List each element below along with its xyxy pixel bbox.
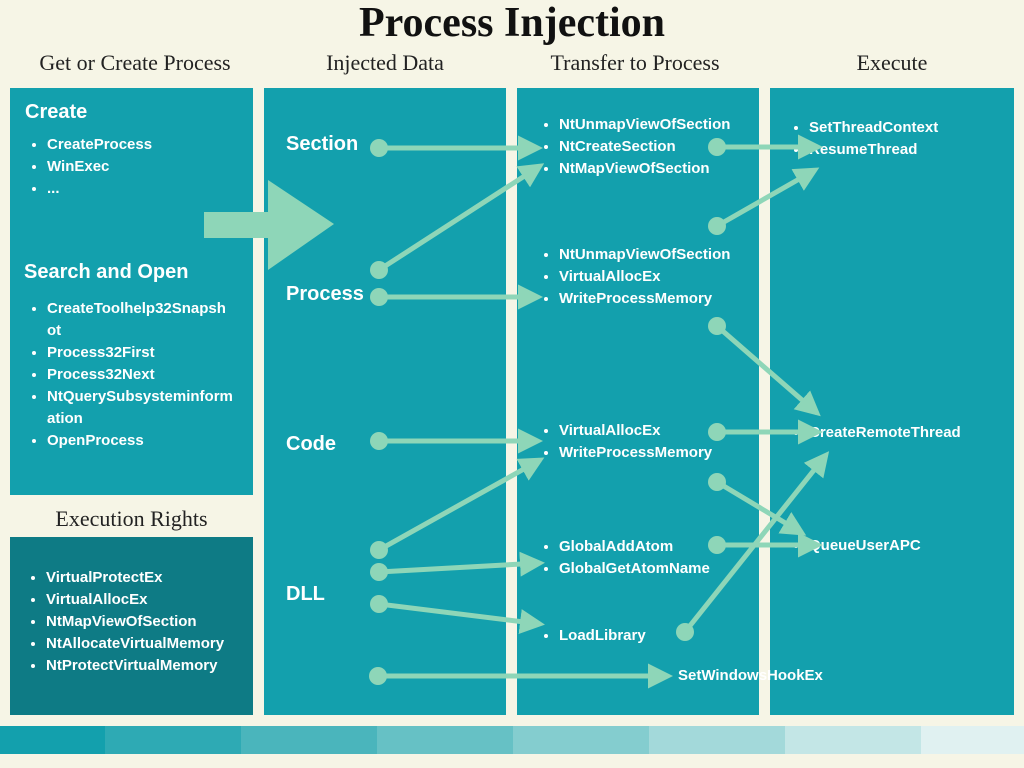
transfer-group-5: LoadLibrary [537, 625, 779, 647]
list-item: WriteProcessMemory [559, 288, 779, 310]
injected-section-label: Section [286, 133, 359, 155]
create-list: CreateProcess WinExec ... [25, 134, 247, 200]
list-item: WinExec [47, 156, 247, 178]
transfer-group-2: NtUnmapViewOfSection VirtualAllocEx Writ… [537, 244, 779, 310]
footer-stripe [241, 726, 377, 754]
list-item: ... [47, 178, 247, 200]
footer-stripe [785, 726, 921, 754]
list-item: NtCreateSection [559, 136, 779, 158]
column-heading-transfer: Transfer to Process [550, 50, 720, 75]
list-item: NtAllocateVirtualMemory [46, 633, 271, 655]
list-item: CreateRemoteThread [809, 422, 1024, 444]
injected-dll-label: DLL [286, 583, 325, 605]
node-dot [708, 317, 726, 335]
list-item: VirtualProtectEx [46, 567, 271, 589]
list-item: LoadLibrary [559, 625, 779, 647]
footer-stripe [649, 726, 785, 754]
execution-rights-panel: VirtualProtectEx VirtualAllocEx NtMapVie… [10, 537, 253, 715]
list-item: NtUnmapViewOfSection [559, 114, 779, 136]
arrow-unmap-to-setthread [715, 167, 820, 229]
create-heading: Create [25, 101, 88, 123]
list-item: NtMapViewOfSection [46, 611, 271, 633]
execute-group-1: SetThreadContext ResumeThread [787, 117, 1024, 161]
list-item: CreateToolhelp32Snapshot [47, 298, 235, 342]
list-item: NtUnmapViewOfSection [559, 244, 779, 266]
search-list: CreateToolhelp32Snapshot Process32First … [25, 298, 235, 452]
list-item: Process32Next [47, 364, 235, 386]
execute-create-remote-thread: CreateRemoteThread [787, 422, 1024, 444]
column-heading-execute: Execute [856, 50, 928, 75]
arrow-process-to-ntmap [377, 163, 545, 273]
list-item: SetThreadContext [809, 117, 1024, 139]
list-item: Process32First [47, 342, 235, 364]
node-dot [708, 138, 726, 156]
column-heading-get-or-create: Get or Create Process [39, 50, 231, 75]
node-dot [370, 563, 388, 581]
list-item: VirtualAllocEx [46, 589, 271, 611]
list-item: NtProtectVirtualMemory [46, 655, 271, 677]
list-item: NtMapViewOfSection [559, 158, 779, 180]
node-dot [370, 139, 388, 157]
node-dot [370, 288, 388, 306]
node-dot [370, 432, 388, 450]
footer-stripe [105, 726, 241, 754]
arrow-dll-to-globaladdatom [378, 551, 545, 577]
list-item: VirtualAllocEx [559, 266, 779, 288]
list-item: ResumeThread [809, 139, 1024, 161]
execute-queue-user-apc: QueueUserAPC [787, 535, 1024, 557]
footer-stripe [513, 726, 649, 754]
list-item: VirtualAllocEx [559, 420, 779, 442]
node-dot [708, 536, 726, 554]
list-item: QueueUserAPC [809, 535, 1024, 557]
get-or-create-panel: Create CreateProcess WinExec ... Search … [10, 88, 253, 495]
list-item: WriteProcessMemory [559, 442, 779, 464]
arrow-loadlibrary-to-remotethread [683, 451, 830, 634]
node-dot [708, 217, 726, 235]
page-title: Process Injection [359, 0, 665, 46]
node-dot [708, 473, 726, 491]
execution-rights-heading: Execution Rights [55, 506, 208, 531]
transfer-group-4: GlobalAddAtom GlobalGetAtomName [537, 536, 779, 580]
node-dot [676, 623, 694, 641]
footer-stripe [921, 726, 1024, 754]
node-dot [370, 541, 388, 559]
arrow-write-to-queueapc [715, 479, 807, 536]
list-item: GlobalGetAtomName [559, 558, 779, 580]
injected-code-label: Code [286, 433, 336, 455]
setwindowshook-label: SetWindowsHookEx [678, 667, 823, 684]
arrow-dll-to-loadlibrary [378, 601, 545, 634]
node-dot [369, 667, 387, 685]
list-item: OpenProcess [47, 430, 235, 452]
arrow-dll-to-writeprocess [377, 457, 545, 553]
footer-stripe [0, 726, 105, 754]
transfer-group-1: NtUnmapViewOfSection NtCreateSection NtM… [537, 114, 779, 180]
list-item: GlobalAddAtom [559, 536, 779, 558]
node-dot [370, 261, 388, 279]
execution-rights-list: VirtualProtectEx VirtualAllocEx NtMapVie… [24, 567, 271, 677]
search-heading: Search and Open [24, 261, 189, 283]
transfer-panel: NtUnmapViewOfSection NtCreateSection NtM… [517, 88, 759, 715]
list-item: NtQuerySubsysteminformation [47, 386, 235, 430]
node-dot [370, 595, 388, 613]
footer-stripe [377, 726, 513, 754]
flow-arrow [204, 180, 334, 270]
arrow-write-to-remotethread [715, 324, 821, 417]
node-dot [708, 423, 726, 441]
column-heading-injected-data: Injected Data [326, 50, 444, 75]
list-item: CreateProcess [47, 134, 247, 156]
injected-process-label: Process [286, 283, 364, 305]
transfer-group-3: VirtualAllocEx WriteProcessMemory [537, 420, 779, 464]
